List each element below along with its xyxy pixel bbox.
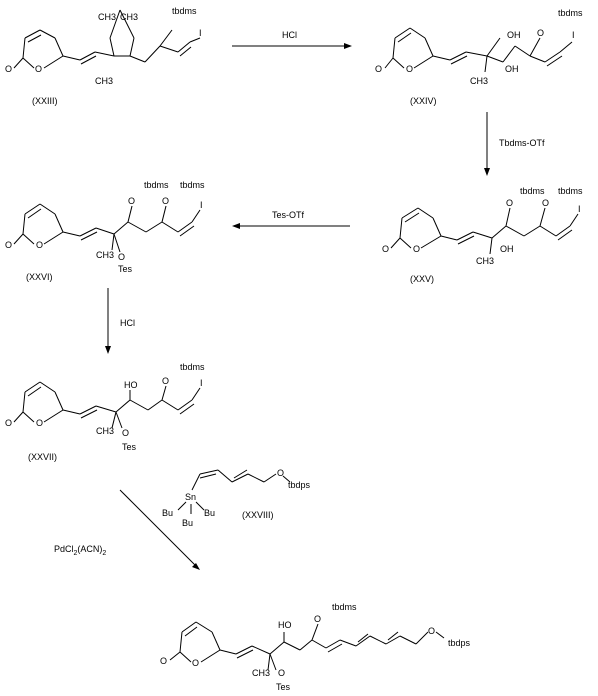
methyl-label: CH3: [96, 426, 114, 436]
lactone-ring: [13, 29, 64, 69]
iodo-label: I: [578, 204, 581, 214]
bu1-label: Bu: [162, 508, 173, 518]
o2-label: O: [542, 198, 549, 208]
side-chain: [440, 207, 579, 255]
o2-label: O: [162, 196, 169, 206]
ring-o: O: [192, 658, 199, 668]
compound-label: (XXVI): [26, 272, 53, 282]
oxo-o: O: [382, 244, 389, 254]
side-chain: [62, 205, 201, 253]
methyl-label: CH3: [252, 668, 270, 678]
butyl-bonds: [177, 501, 205, 514]
tes-label: Tes: [122, 442, 137, 452]
compound-label: (XXVII): [28, 452, 57, 462]
oxo-o: O: [5, 418, 12, 428]
arrow-step2: Tbdms-OTf: [484, 112, 545, 176]
compound-xxiv: O O OH OH CH3 O tbdms I (XXIV): [375, 8, 583, 106]
ring-o: O: [406, 64, 413, 74]
reagent-step4: HCl: [120, 318, 135, 328]
arrow-step1: HCl: [232, 30, 352, 49]
oh-label: HO: [278, 620, 292, 630]
oxo-o: O: [375, 64, 382, 74]
oxo-o: O: [5, 64, 12, 74]
lactone-ring: [384, 27, 434, 69]
iodo-label: I: [199, 28, 202, 38]
o1-label: O: [162, 376, 169, 386]
silyl-label: tbdms: [172, 6, 197, 16]
compound-xxv: O O O O tbdms tbdms I OH CH3 (XXV): [382, 186, 583, 284]
iodo-label: I: [572, 30, 575, 40]
o1-label: O: [506, 198, 513, 208]
compound-label: (XXV): [410, 274, 434, 284]
o1-label: O: [314, 614, 321, 624]
o-silyl: O: [537, 28, 544, 38]
arrow-step3: Tes-OTf: [232, 210, 350, 229]
bu2-label: Bu: [204, 508, 215, 518]
silyl2-label: tbdms: [558, 186, 583, 196]
o-label: O: [277, 468, 284, 478]
oxo-o: O: [160, 656, 167, 666]
methyl-a: CH3: [98, 12, 116, 22]
o2-label: O: [278, 668, 285, 678]
silyl2-label: tbdms: [180, 180, 205, 190]
side-chain: [219, 623, 445, 671]
compound-xxviii: Sn Bu Bu Bu O tbdps (XXVIII): [162, 468, 311, 528]
o2-label: O: [122, 428, 129, 438]
lactone-ring: [13, 381, 64, 423]
silyl-label: tbdms: [558, 8, 583, 18]
o3-label: O: [118, 252, 125, 262]
side-chain: [62, 385, 201, 429]
methyl-label: CH3: [96, 250, 114, 260]
silyl1-label: tbdms: [520, 186, 545, 196]
oxo-o: O: [5, 240, 12, 250]
silyl2-label: tbdps: [448, 638, 471, 648]
compound-label: (XXIII): [32, 96, 58, 106]
oh-label: HO: [124, 380, 138, 390]
ring-o: O: [36, 418, 43, 428]
compound-xxvi: O O O O tbdms tbdms I CH3 O Tes (XXVI): [5, 180, 205, 282]
methyl-c: CH3: [95, 76, 113, 86]
arrow-step5: PdCl2(ACN)2: [54, 489, 200, 570]
bu3-label: Bu: [182, 518, 193, 528]
ring-o: O: [35, 64, 42, 74]
lactone-ring: [13, 203, 64, 245]
compound-xxiii: O O CH3 CH3 CH3 tbdms I (XXIII): [5, 6, 202, 106]
oh-label: OH: [500, 244, 514, 254]
reagent-step2: Tbdms-OTf: [499, 138, 545, 148]
silyl-label: tbdps: [288, 480, 311, 490]
methyl-label: CH3: [476, 256, 494, 266]
oh1-label: OH: [507, 30, 521, 40]
compound-label: (XXVIII): [242, 510, 274, 520]
reagent-step3: Tes-OTf: [272, 210, 305, 220]
ring-o: O: [36, 240, 43, 250]
methyl-label: CH3: [470, 76, 488, 86]
tes-label: Tes: [118, 264, 133, 274]
compound-xxvii: O O HO O tbdms I CH3 O Tes (XXVII): [5, 362, 205, 462]
silyl1-label: tbdms: [144, 180, 169, 190]
methyl-b: CH3: [120, 12, 138, 22]
sn-label: Sn: [185, 492, 196, 502]
iodo-label: I: [200, 378, 203, 388]
reagent-step1: HCl: [282, 30, 297, 40]
iodo-label: I: [200, 200, 203, 210]
reagent-step5: PdCl2(ACN)2: [54, 544, 106, 557]
tes-label: Tes: [276, 682, 291, 692]
compound-label: (XXIV): [410, 96, 437, 106]
arrow-step4: HCl: [105, 288, 135, 354]
side-chain: [432, 37, 573, 73]
compound-product: O O HO O tbdms O tbdps CH3 O Tes: [160, 602, 471, 692]
lactone-ring: [390, 207, 442, 249]
diene-chain: [191, 469, 277, 491]
silyl-label: tbdms: [180, 362, 205, 372]
silyl1-label: tbdms: [332, 602, 357, 612]
oh2-label: OH: [505, 64, 519, 74]
o3-label: O: [428, 626, 435, 636]
o1-label: O: [128, 196, 135, 206]
ring-o: O: [413, 244, 420, 254]
side-chain: [62, 9, 201, 65]
lactone-ring: [169, 621, 221, 663]
